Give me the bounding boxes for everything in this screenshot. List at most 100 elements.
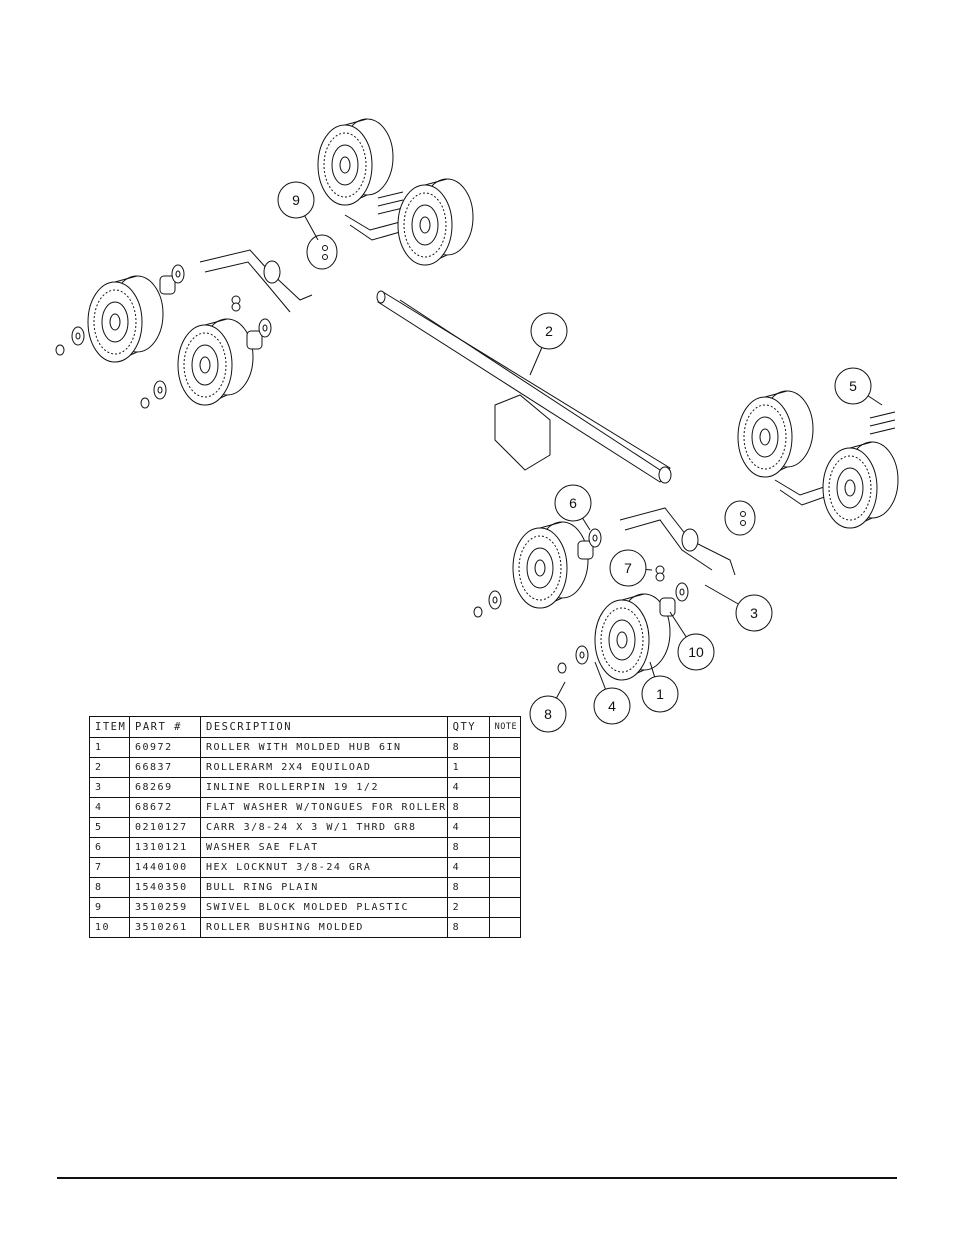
callout-number: 5	[849, 378, 857, 394]
bull-ring	[473, 606, 483, 618]
cell-part: 60972	[129, 737, 201, 758]
header-qty: QTY	[446, 716, 490, 738]
cell-item: 10	[89, 917, 130, 938]
cell-description: WASHER SAE FLAT	[200, 837, 448, 858]
cell-note	[488, 757, 521, 778]
cell-description: SWIVEL BLOCK MOLDED PLASTIC	[200, 897, 448, 918]
callout-balloon-1: 1	[641, 661, 679, 713]
bull-ring	[140, 397, 150, 409]
roller-bushing	[246, 330, 263, 350]
callout-number: 1	[656, 686, 664, 702]
roller	[822, 441, 899, 529]
swivel-block	[306, 234, 338, 270]
cell-item: 8	[89, 877, 130, 898]
cell-note	[488, 817, 521, 838]
cell-qty: 2	[446, 897, 490, 918]
callout-balloon-7: 7	[609, 549, 653, 587]
callout-number: 4	[608, 698, 616, 714]
cell-part: 1440100	[129, 857, 201, 878]
cell-part: 68269	[129, 777, 201, 798]
roller-bushing	[659, 597, 676, 617]
roller	[317, 118, 394, 206]
roller-bushing	[577, 540, 594, 560]
roller-arm	[199, 249, 313, 313]
callout-number: 6	[569, 495, 577, 511]
cell-description: CARR 3/8-24 X 3 W/1 THRD GR8	[200, 817, 448, 838]
callout-number: 2	[545, 323, 553, 339]
callout-balloon-6: 6	[554, 484, 592, 531]
header-part: PART #	[129, 716, 201, 738]
cell-part: 0210127	[129, 817, 201, 838]
cell-part: 66837	[129, 757, 201, 778]
roller	[594, 593, 671, 681]
callout-number: 3	[750, 605, 758, 621]
roller	[737, 390, 814, 478]
footer-rule	[57, 1177, 897, 1179]
table-header-row: ITEM PART # DESCRIPTION QTY NOTE	[89, 716, 521, 738]
callout-balloon-10: 10	[669, 611, 715, 671]
cell-item: 9	[89, 897, 130, 918]
cell-item: 5	[89, 817, 130, 838]
bull-ring	[557, 662, 567, 674]
cell-note	[488, 797, 521, 818]
cell-part: 3510261	[129, 917, 201, 938]
cell-item: 4	[89, 797, 130, 818]
callout-balloon-8: 8	[529, 681, 567, 733]
cell-note	[488, 857, 521, 878]
cell-qty: 8	[446, 877, 490, 898]
cell-item: 3	[89, 777, 130, 798]
carriage-bolt	[869, 411, 896, 435]
cell-item: 2	[89, 757, 130, 778]
cell-qty: 8	[446, 797, 490, 818]
cell-qty: 4	[446, 857, 490, 878]
cell-description: BULL RING PLAIN	[200, 877, 448, 898]
roller	[512, 521, 589, 609]
roller-arm	[344, 214, 401, 241]
cell-note	[488, 777, 521, 798]
mount-bracket	[494, 394, 551, 471]
callout-number: 10	[688, 644, 704, 660]
cell-part: 3510259	[129, 897, 201, 918]
callout-balloon-5: 5	[834, 367, 883, 406]
cell-item: 7	[89, 857, 130, 878]
callout-balloon-9: 9	[277, 181, 319, 241]
carriage-bolt	[377, 191, 404, 215]
cell-qty: 8	[446, 917, 490, 938]
swivel-block	[724, 500, 756, 536]
cell-note	[488, 837, 521, 858]
cell-description: HEX LOCKNUT 3/8-24 GRA	[200, 857, 448, 878]
cell-qty: 8	[446, 737, 490, 758]
roller	[177, 318, 254, 406]
cell-description: INLINE ROLLERPIN 19 1/2	[200, 777, 448, 798]
callout-balloon-4: 4	[593, 661, 631, 725]
callout-balloon-3: 3	[704, 584, 773, 632]
cell-note	[488, 897, 521, 918]
callout-balloon-2: 2	[529, 312, 568, 376]
header-item: ITEM	[89, 716, 130, 738]
cell-description: ROLLERARM 2X4 EQUILOAD	[200, 757, 448, 778]
cell-note	[488, 917, 521, 938]
roller	[87, 275, 164, 363]
bull-ring	[55, 344, 65, 356]
callout-number: 8	[544, 706, 552, 722]
cell-note	[488, 737, 521, 758]
callout-number: 9	[292, 192, 300, 208]
cell-qty: 8	[446, 837, 490, 858]
header-note: NOTE	[488, 716, 521, 738]
roller	[397, 178, 474, 266]
header-description: DESCRIPTION	[200, 716, 448, 738]
callout-number: 7	[624, 560, 632, 576]
cell-part: 68672	[129, 797, 201, 818]
cell-note	[488, 877, 521, 898]
cell-qty: 4	[446, 817, 490, 838]
cell-qty: 1	[446, 757, 490, 778]
